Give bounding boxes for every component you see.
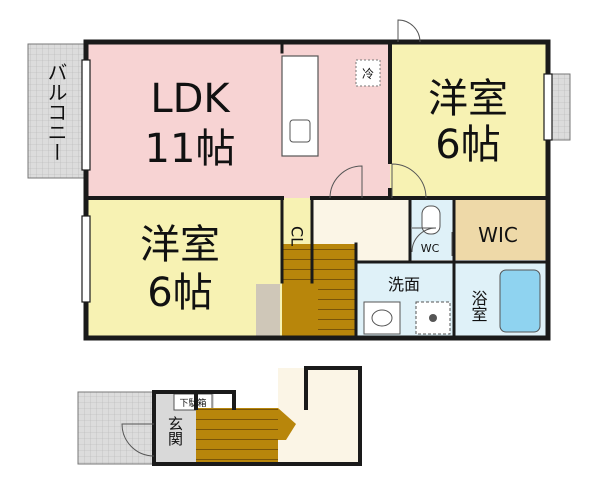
bedroom-east-size: 6帖 xyxy=(435,122,500,168)
door-swings xyxy=(329,19,453,256)
drain-icon xyxy=(429,314,437,322)
balcony xyxy=(27,43,85,179)
bedroom-west-label: 洋室 xyxy=(140,222,220,268)
hall-lower-step xyxy=(278,408,296,440)
ldk-label: LDK xyxy=(150,76,231,122)
fridge-label: 冷 xyxy=(362,67,374,81)
wic-label: WIC xyxy=(478,223,518,247)
porch xyxy=(77,391,155,465)
room-wic xyxy=(454,198,548,260)
stairs-landing xyxy=(282,282,318,338)
washroom-label: 洗面 xyxy=(388,275,420,294)
balcony-label: バルコニー xyxy=(44,62,68,162)
wall-niche xyxy=(256,284,280,338)
walls-lower xyxy=(152,366,362,466)
closet-label: CL xyxy=(288,226,307,246)
windows xyxy=(81,59,553,303)
entrance-label: 玄関 xyxy=(166,416,184,447)
bedroom-west-size: 6帖 xyxy=(147,270,212,316)
basin-bowl-icon xyxy=(371,309,393,327)
sink-icon xyxy=(289,119,311,143)
toilet-icon xyxy=(421,205,441,235)
room-bedroom-east xyxy=(390,42,548,198)
room-bedroom-west xyxy=(86,198,282,338)
toilet-label: WC xyxy=(421,242,440,255)
hall-lower xyxy=(278,368,360,464)
room-ldk xyxy=(86,42,390,198)
bedroom-east-label: 洋室 xyxy=(428,76,508,122)
shoe-cabinet-label: 下駄箱 xyxy=(179,397,206,409)
ldk-size: 11帖 xyxy=(145,126,236,172)
bathtub-icon xyxy=(499,269,541,333)
washing-machine-icon xyxy=(415,301,451,335)
stairs-lower xyxy=(196,408,278,464)
fridge xyxy=(355,59,381,87)
entrance-door-swing xyxy=(121,423,155,457)
bathroom-label: 浴室 xyxy=(469,290,488,322)
